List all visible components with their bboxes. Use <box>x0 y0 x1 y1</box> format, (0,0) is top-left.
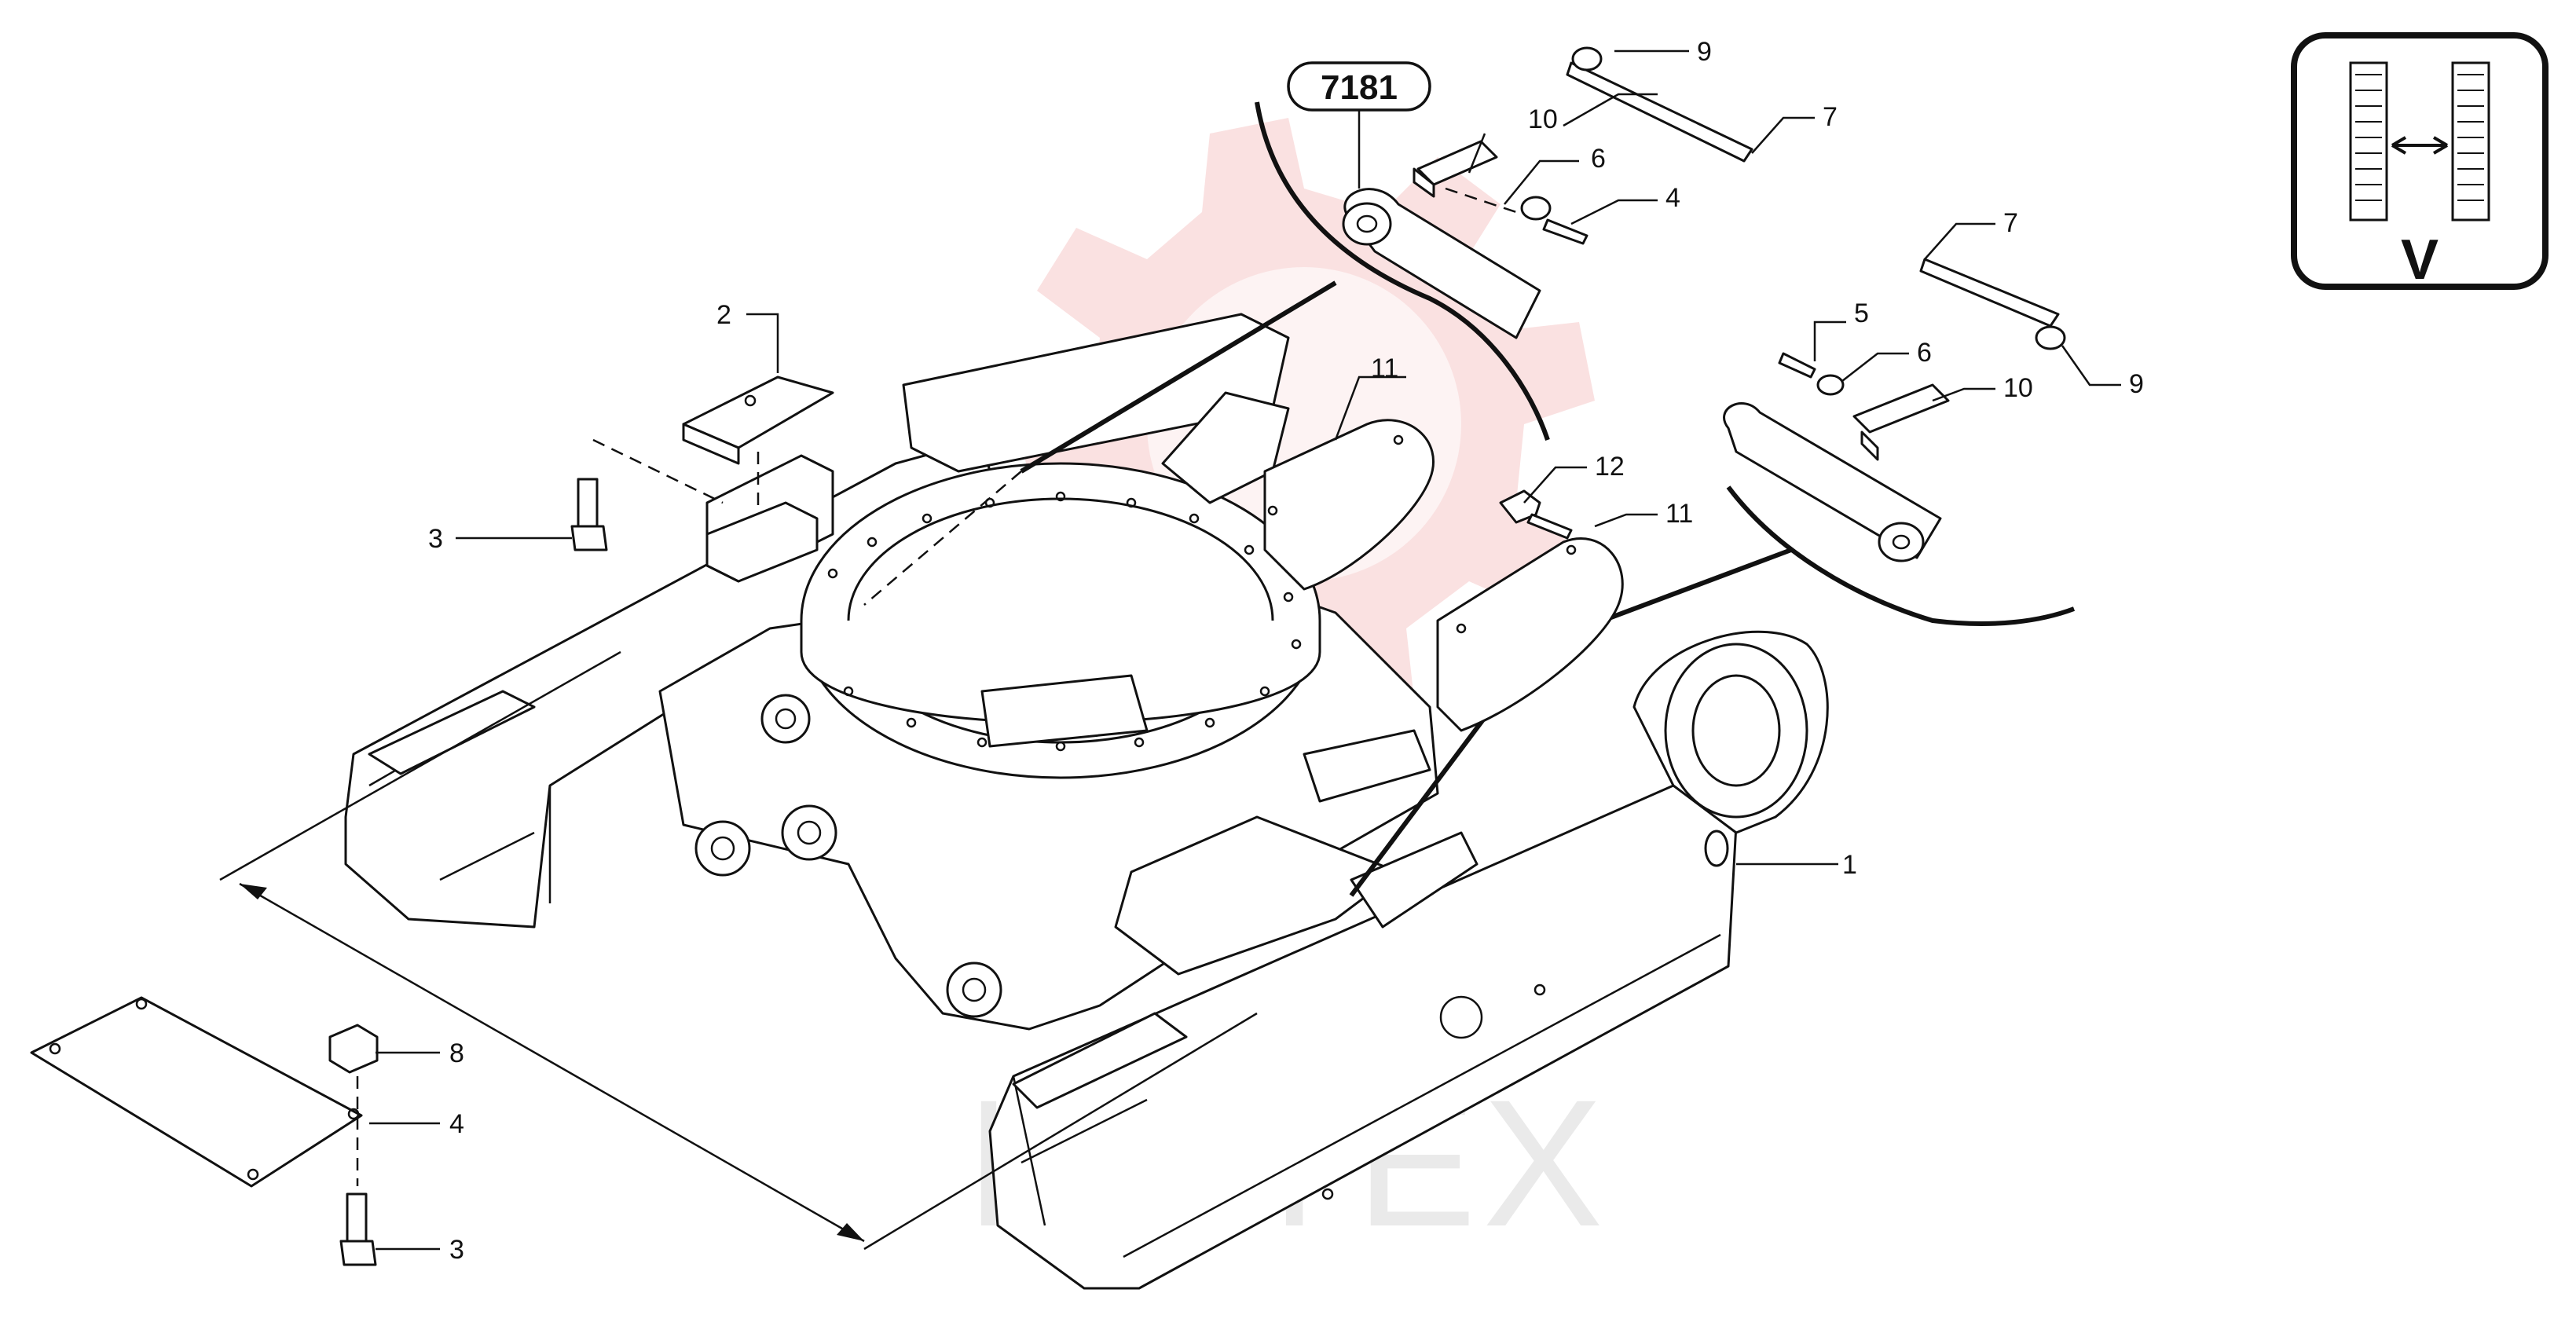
undercarriage-frame <box>344 313 1829 1290</box>
callout-7-upper: 7 <box>1823 102 1838 132</box>
bottom-cover-plate <box>30 996 363 1188</box>
callout-12: 12 <box>1595 452 1625 482</box>
symbol-box: V <box>2291 32 2549 291</box>
callout-11-upper: 11 <box>1371 353 1398 383</box>
callout-4-lower: 5 <box>1854 299 1869 328</box>
reference-label: 7181 <box>1321 68 1398 107</box>
pin-assembly-upper <box>1342 46 1753 339</box>
callouts: 10 6 4 9 7 7 5 6 10 9 11 11 12 1 2 3 8 4… <box>369 37 2144 1265</box>
callout-3-upper: 3 <box>428 524 443 554</box>
symbol-label: V <box>2401 229 2439 291</box>
callout-3-lower: 3 <box>449 1235 464 1265</box>
callout-10-lower: 10 <box>2003 373 2033 403</box>
callout-10-upper: 10 <box>1528 104 1558 134</box>
track-width-dimension <box>219 650 1258 1251</box>
reference-box: 7181 <box>1287 61 1431 189</box>
callout-4-upper: 4 <box>1665 183 1680 213</box>
callout-2: 2 <box>716 300 731 330</box>
callout-11-lower: 11 <box>1665 499 1693 529</box>
callout-7-lower: 7 <box>2003 208 2018 238</box>
callout-6-upper: 6 <box>1591 144 1606 174</box>
double-arrow-icon <box>2391 136 2449 155</box>
hex-bolt-lower <box>339 1192 377 1266</box>
clip-nut <box>328 1024 379 1074</box>
cover-plate-upper <box>1263 419 1435 591</box>
callout-8: 8 <box>449 1038 464 1068</box>
bearing-bolt-holes <box>827 491 1302 752</box>
callout-1: 1 <box>1842 850 1857 880</box>
hex-bolt-upper <box>570 478 608 551</box>
callout-6-lower: 6 <box>1917 338 1932 368</box>
callout-9-upper: 9 <box>1697 37 1712 67</box>
cover-plate-lower <box>1436 537 1624 732</box>
callout-9-lower: 9 <box>2129 369 2144 399</box>
callout-5: 4 <box>449 1109 464 1139</box>
pin-assembly-lower <box>1499 258 2066 562</box>
